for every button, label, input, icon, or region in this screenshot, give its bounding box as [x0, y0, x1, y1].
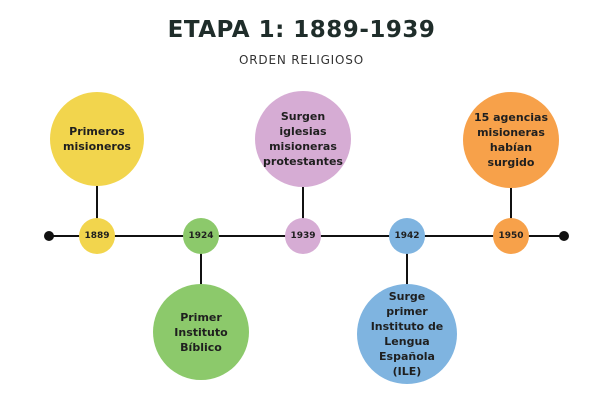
year-marker-1950: 1950 [493, 218, 529, 254]
stem-1950 [510, 184, 512, 220]
stem-1939 [302, 184, 304, 220]
page-subtitle: ORDEN RELIGIOSO [239, 53, 364, 67]
year-marker-1889: 1889 [79, 218, 115, 254]
stem-1889 [96, 184, 98, 220]
timeline-end-dot [559, 231, 569, 241]
page-title: ETAPA 1: 1889-1939 [167, 17, 436, 43]
event-circle-1942: Surge primer Instituto de Lengua Español… [357, 284, 457, 384]
event-circle-1924: Primer Instituto Bíblico [153, 284, 249, 380]
year-marker-1939: 1939 [285, 218, 321, 254]
event-circle-1950: 15 agencias misioneras habían surgido [463, 92, 559, 188]
timeline-start-dot [44, 231, 54, 241]
stem-1942 [406, 252, 408, 286]
year-marker-1924: 1924 [183, 218, 219, 254]
event-circle-1889: Primeros misioneros [50, 92, 144, 186]
stem-1924 [200, 252, 202, 286]
event-circle-1939: Surgen iglesias misioneras protestantes [255, 91, 351, 187]
year-marker-1942: 1942 [389, 218, 425, 254]
